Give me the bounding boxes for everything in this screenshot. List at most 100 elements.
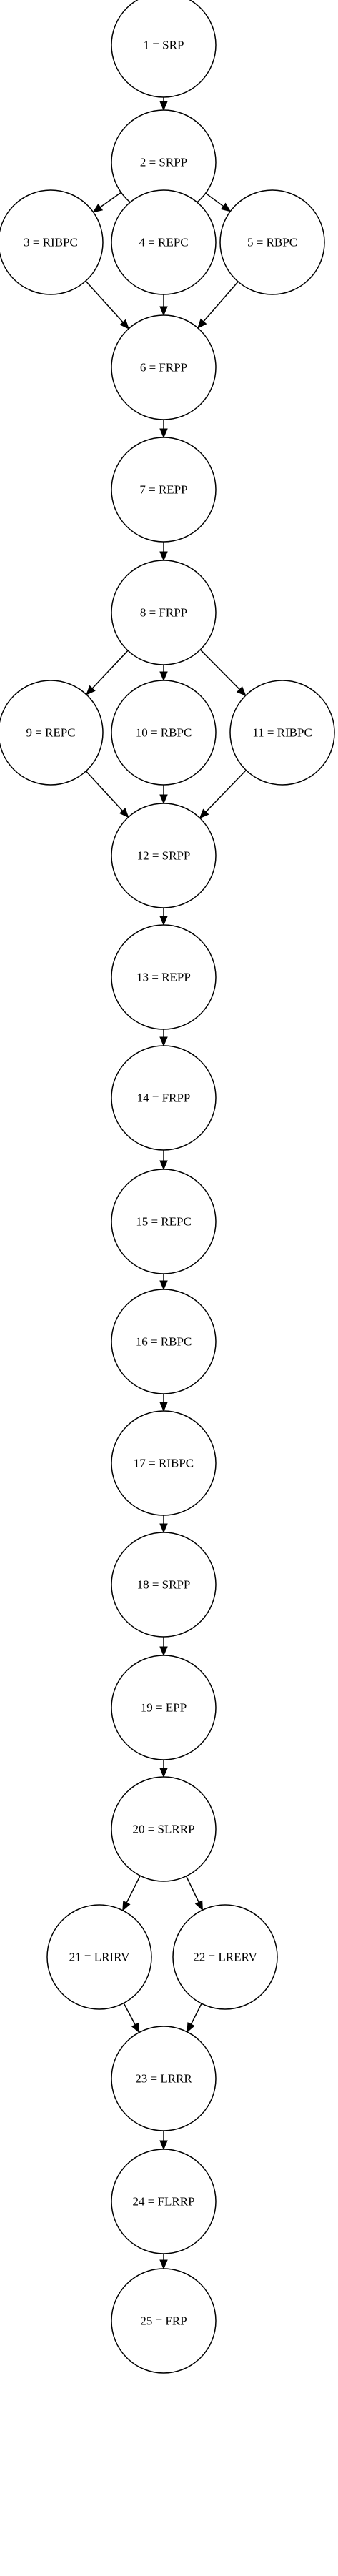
node-label: 1 = SRP [144,39,184,52]
edge-17-18 [159,1515,168,1534]
node-circle [111,1776,217,1882]
node-circle [111,1532,217,1638]
node-circle [111,1410,217,1516]
arrowhead [119,319,129,330]
arrowhead [159,101,168,112]
node-label: 15 = REPC [136,1215,192,1229]
arrowhead [194,1900,203,1911]
node-circle [111,1655,217,1760]
edge-19-20 [159,1760,168,1778]
node-label: 20 = SLRRP [132,1823,194,1836]
node-circle [111,924,217,1030]
arrowhead [159,1036,168,1047]
node-9: 9 = REPC [0,680,104,786]
arrowhead [131,2022,140,2033]
node-label: 3 = RIBPC [24,236,78,249]
node-circle [172,1904,278,2010]
node-circle [46,1904,152,2010]
arrowhead [159,2259,168,2270]
node-label: 6 = FRPP [140,361,187,375]
node-label: 19 = EPP [141,1701,187,1715]
edge-8-11 [199,649,247,696]
edges-layer [85,97,247,2270]
node-circle [111,560,217,665]
arrowhead [159,551,168,562]
node-5: 5 = RBPC [219,189,325,295]
node-label: 18 = SRPP [137,1578,191,1592]
node-label: 10 = RBPC [136,726,192,740]
edge-14-15 [159,1150,168,1171]
arrowhead [159,2140,168,2151]
arrowhead [159,1280,168,1291]
node-6: 6 = FRPP [111,314,217,420]
edge-line [190,2003,202,2025]
edge-11-12 [199,770,247,819]
arrowhead [122,1901,131,1911]
arrowhead [159,428,168,439]
node-circle [111,1045,217,1151]
edge-21-23 [123,2003,140,2033]
edge-8-9 [86,650,129,695]
arrowhead [159,1523,168,1534]
edge-line [85,280,124,323]
node-circle [111,1169,217,1274]
arrowhead [159,1768,168,1778]
node-label: 11 = RIBPC [252,726,312,740]
edge-18-19 [159,1637,168,1657]
edge-line [185,1876,199,1903]
arrowhead [197,318,207,329]
node-11: 11 = RIBPC [229,680,335,786]
node-12: 12 = SRPP [111,803,217,908]
node-label: 12 = SRPP [137,849,191,863]
edge-23-24 [159,2131,168,2151]
node-circle [219,189,325,295]
node-label: 14 = FRPP [137,1091,191,1105]
edge-line [205,770,247,813]
edge-line [205,192,224,207]
edge-2-5 [205,192,232,212]
node-21: 21 = LRIRV [46,1904,152,2010]
arrowhead [159,1402,168,1412]
edge-line [199,649,240,690]
node-label: 23 = LRRR [135,2072,192,2086]
node-14: 14 = FRPP [111,1045,217,1151]
arrowhead [187,2022,195,2033]
node-15: 15 = REPC [111,1169,217,1274]
edge-3-6 [85,280,129,330]
node-circle [229,680,335,786]
node-label: 7 = REPP [139,483,187,497]
arrowhead [199,808,209,819]
node-label: 22 = LRERV [193,1951,257,1964]
edge-line [85,771,124,811]
arrowhead [92,203,104,213]
edge-8-10 [159,665,168,682]
node-label: 25 = FRP [140,2314,187,2328]
edge-line [99,192,121,208]
edge-9-12 [85,771,129,818]
node-circle [111,189,217,295]
edge-line [126,1875,141,1903]
edge-12-13 [159,908,168,926]
node-label: 16 = RBPC [136,1335,192,1349]
node-label: 5 = RBPC [247,236,297,249]
arrowhead [159,671,168,682]
node-3: 3 = RIBPC [0,189,104,295]
edge-20-22 [185,1876,203,1911]
node-label: 21 = LRIRV [69,1951,130,1964]
node-circle [111,2149,217,2254]
node-label: 8 = FRPP [140,606,187,620]
node-label: 17 = RIBPC [134,1457,194,1470]
edge-15-16 [159,1274,168,1291]
arrowhead [159,1160,168,1171]
edge-22-23 [187,2003,202,2033]
node-1: 1 = SRP [111,0,217,98]
node-2: 2 = SRPP [111,109,217,215]
edge-20-21 [122,1875,141,1911]
edge-6-7 [159,420,168,439]
node-8: 8 = FRPP [111,560,217,665]
node-20: 20 = SLRRP [111,1776,217,1882]
node-circle [111,437,217,543]
edge-16-17 [159,1394,168,1412]
edge-1-2 [159,97,168,112]
